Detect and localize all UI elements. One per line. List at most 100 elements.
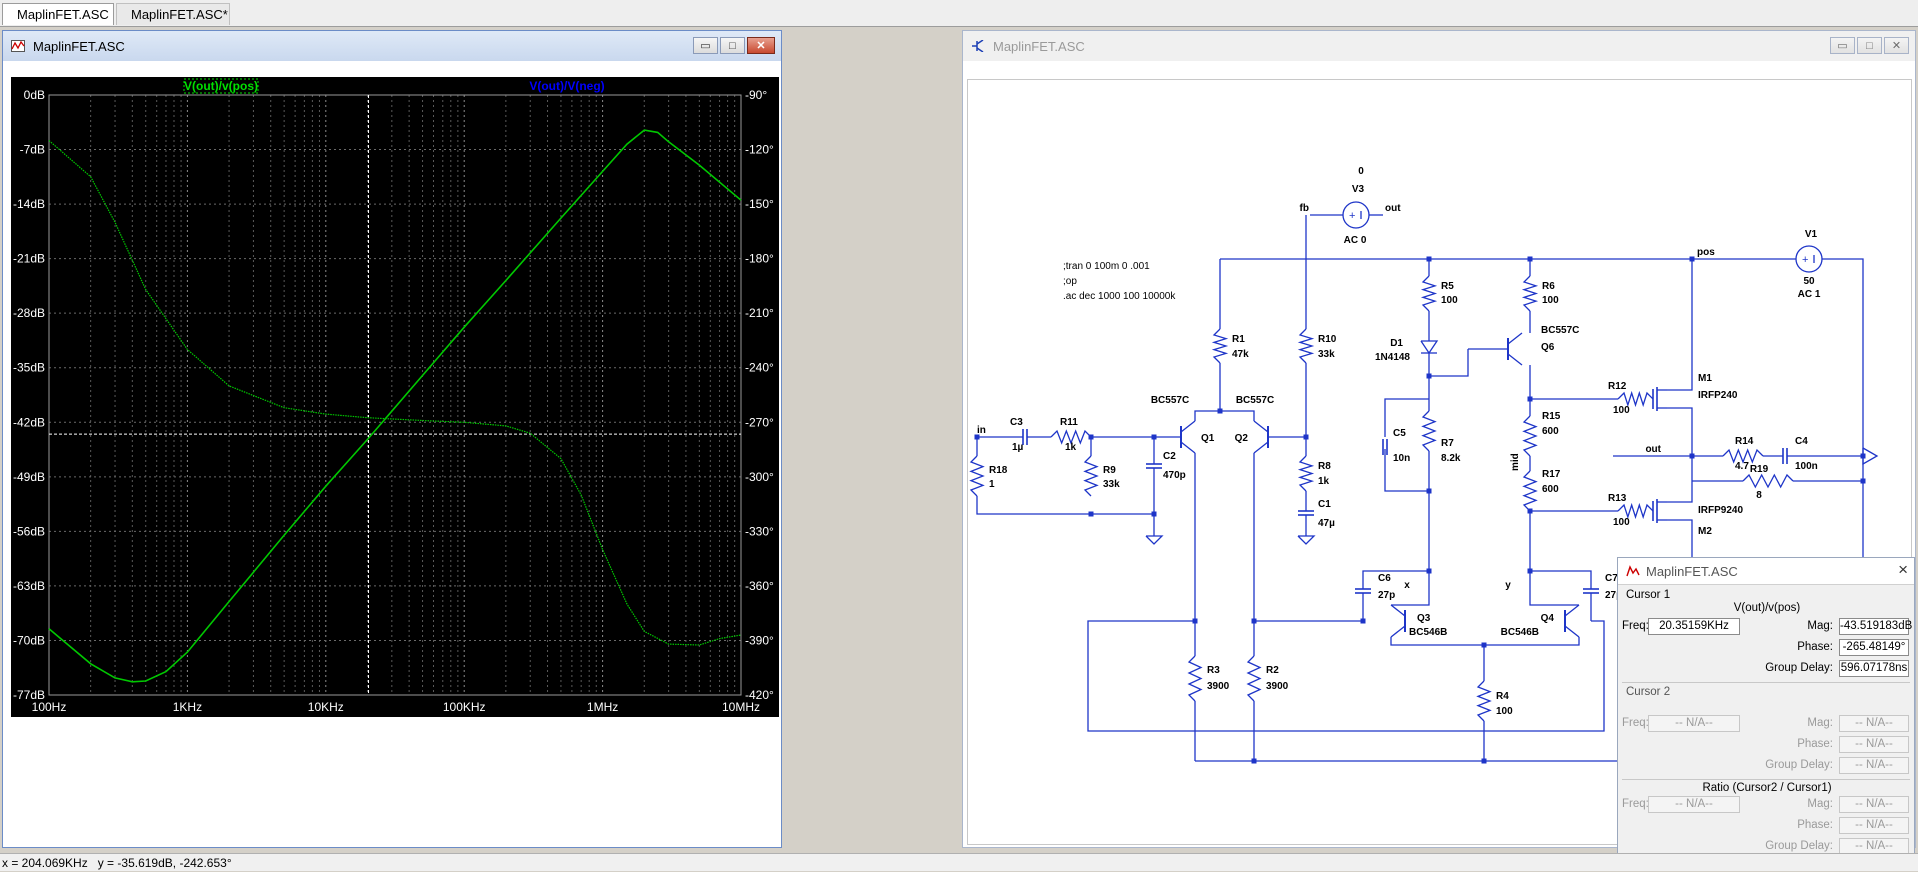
y-right-tick-label: -90° <box>745 88 767 102</box>
magnitude-trace <box>48 129 742 683</box>
ground-symbol <box>1297 535 1316 545</box>
close-icon: ✕ <box>756 40 766 52</box>
schematic-label: 0 <box>1358 166 1364 177</box>
schematic-label: BC557C <box>1541 325 1579 336</box>
close-button[interactable]: ✕ <box>1884 37 1909 54</box>
resistor-r11 <box>1050 429 1092 445</box>
schematic-label: 27p <box>1605 590 1622 601</box>
tab-schematic-label: MaplinFET.ASC* <box>131 7 228 22</box>
schematic-label: R18 <box>989 465 1008 476</box>
schematic-label: R12 <box>1608 381 1627 392</box>
cursor1-gd-label: Group Delay: <box>1765 662 1833 674</box>
junction-dot <box>1360 618 1366 624</box>
cursor1-freq-label: Freq: <box>1622 620 1649 632</box>
schematic-label: 470p <box>1163 470 1186 481</box>
cursor1-trace: V(out)/v(pos) <box>1733 602 1801 614</box>
y-left-tick-label: -77dB <box>13 688 45 702</box>
schematic-label: C6 <box>1378 573 1391 584</box>
schematic-label: out <box>1645 444 1661 455</box>
y-right-tick-label: -360° <box>745 579 774 593</box>
schematic-label: R19 <box>1750 464 1769 475</box>
y-right-tick-label: -210° <box>745 306 774 320</box>
ratio-freq-label: Freq: <box>1622 798 1649 810</box>
cursor1-gd-field[interactable]: 596.07178ns <box>1839 660 1909 677</box>
schematic-label: R6 <box>1542 281 1555 292</box>
schematic-label: 100 <box>1441 295 1458 306</box>
schematic-label: R9 <box>1103 465 1116 476</box>
schematic-label: 3900 <box>1266 681 1289 692</box>
schematic-label: 10n <box>1393 453 1410 464</box>
trace-label-neg: V(out)/V(neg) <box>529 79 604 93</box>
cursor-window-titlebar[interactable]: MaplinFET.ASC × <box>1618 558 1914 585</box>
schematic-label: Q1 <box>1201 433 1215 444</box>
plot-window-titlebar[interactable]: MaplinFET.ASC ▭ □ ✕ <box>3 31 781 61</box>
schematic-label: 1 <box>989 479 995 490</box>
cursor2-phase-label: Phase: <box>1797 738 1833 750</box>
schematic-label: R5 <box>1441 281 1454 292</box>
cursor1-freq-field[interactable]: 20.35159KHz <box>1648 618 1740 635</box>
y-right-tick-label: -240° <box>745 361 774 375</box>
resistor-r14 <box>1722 448 1764 464</box>
cursor1-phase-label: Phase: <box>1797 641 1833 653</box>
y-left-tick-label: 0dB <box>24 88 45 102</box>
maximize-button[interactable]: □ <box>1857 37 1882 54</box>
schematic-label: IRFP240 <box>1698 390 1738 401</box>
maximize-button[interactable]: □ <box>720 37 745 54</box>
schematic-label: x <box>1404 580 1410 591</box>
schematic-label: 33k <box>1318 349 1335 360</box>
schematic-label: 8.2k <box>1441 453 1461 464</box>
trace-label-highlight <box>183 78 259 94</box>
status-coordinates: x = 204.069KHz y = -35.619dB, -242.653° <box>2 856 232 870</box>
wire <box>1384 398 1429 437</box>
minimize-button[interactable]: ▭ <box>1830 37 1855 54</box>
schematic-label: R15 <box>1542 411 1561 422</box>
plot-frame <box>48 94 742 696</box>
close-button[interactable]: ✕ <box>747 37 775 54</box>
minimize-button[interactable]: ▭ <box>693 37 718 54</box>
y-left-tick-label: -7dB <box>20 143 45 157</box>
close-icon[interactable]: × <box>1898 560 1908 579</box>
close-icon: ✕ <box>1891 40 1902 52</box>
schematic-label: Q4 <box>1541 613 1555 624</box>
plot-window-title: MaplinFET.ASC <box>33 38 125 54</box>
x-tick-label: 10MHz <box>722 700 760 714</box>
wire <box>1824 258 1864 456</box>
cursor1-phase-field[interactable]: -265.48149° <box>1839 639 1909 656</box>
cursor-window-title: MaplinFET.ASC <box>1646 563 1738 579</box>
schematic-label: R1 <box>1232 334 1245 345</box>
spice-directive: .ac dec 1000 100 10000k <box>1063 291 1176 302</box>
x-tick-label: 1MHz <box>587 700 618 714</box>
schematic-label: BC546B <box>1501 627 1539 638</box>
schematic-label: fb <box>1300 203 1309 214</box>
schematic-label: R7 <box>1441 438 1454 449</box>
schematic-label: out <box>1385 203 1401 214</box>
cursor1-mag-field[interactable]: -43.519183dB <box>1839 618 1912 635</box>
tab-schematic[interactable]: MaplinFET.ASC* <box>116 3 230 25</box>
output-port-arrow <box>1862 447 1879 466</box>
resistor-r2 <box>1246 655 1262 702</box>
resistor-r8 <box>1297 455 1315 492</box>
schematic-label: 100 <box>1613 517 1630 528</box>
schematic-label: R3 <box>1207 665 1220 676</box>
schematic-window-titlebar[interactable]: MaplinFET.ASC ▭ □ ✕ <box>963 31 1915 61</box>
resistor-r13 <box>1617 502 1654 520</box>
transistor-q2-collector <box>1253 420 1269 433</box>
y-left-tick-label: -42dB <box>13 415 45 429</box>
resistor-r12 <box>1617 390 1654 408</box>
schematic-label: R14 <box>1735 436 1754 447</box>
wire <box>1667 259 1693 391</box>
ratio-mag-field: -- N/A-- <box>1839 796 1909 813</box>
trace-label-pos: V(out)/v(pos) <box>184 79 258 93</box>
schematic-label: 50 <box>1803 276 1815 287</box>
spice-directive: ;tran 0 100m 0 .001 <box>1063 261 1150 272</box>
y-right-tick-label: -120° <box>745 143 774 157</box>
cursor2-heading: Cursor 2 <box>1626 686 1671 698</box>
transistor-q1-collector <box>1180 420 1196 433</box>
tab-plot[interactable]: MaplinFET.ASC <box>2 3 114 25</box>
cursor2-mag-label: Mag: <box>1807 717 1833 729</box>
y-right-tick-label: -420° <box>745 688 774 702</box>
schematic-label: IRFP9240 <box>1698 505 1743 516</box>
resistor-r10 <box>1297 328 1315 364</box>
